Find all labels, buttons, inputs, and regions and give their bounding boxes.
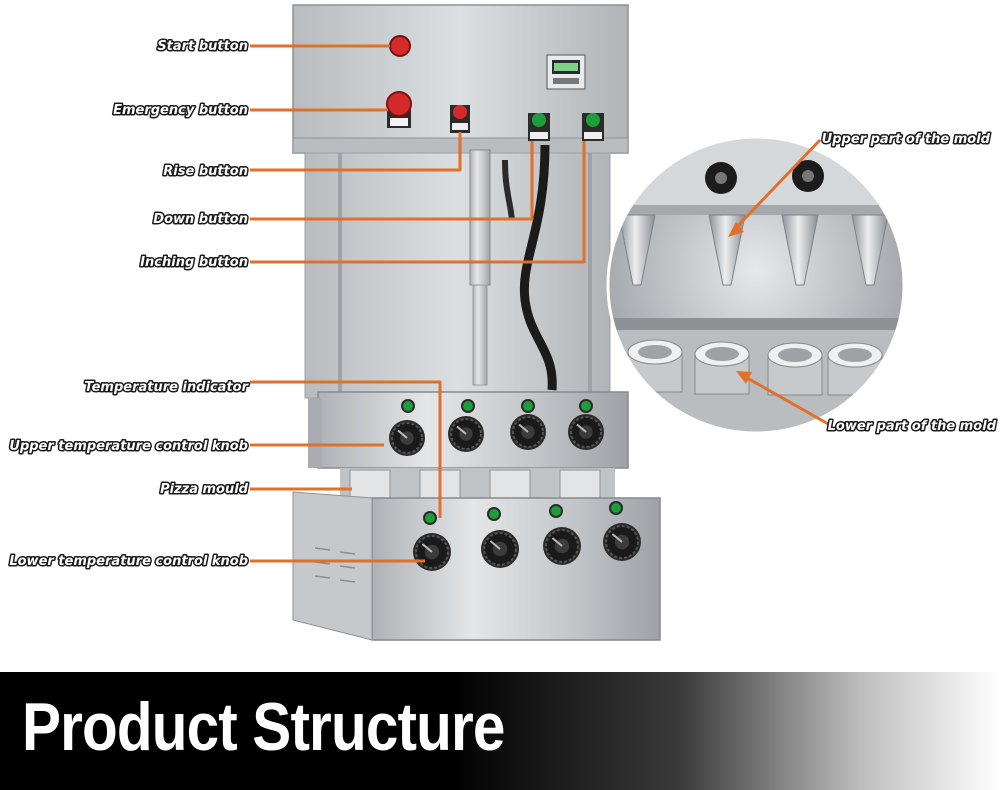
temperature-indicator-light (461, 399, 475, 413)
temperature-knob (413, 533, 451, 571)
mold-cone (618, 214, 656, 286)
mold-closeup (606, 135, 906, 435)
label-inching-button: Inching button (140, 255, 248, 270)
temperature-indicator-light (549, 504, 563, 518)
emergency-button (386, 91, 412, 128)
label-temperature-indicator: Temperature indicator (84, 380, 249, 395)
arrow-heads (728, 222, 752, 384)
temperature-indicator-light (521, 399, 535, 413)
mold-ring (627, 339, 683, 393)
knob (705, 160, 824, 194)
back-panel (304, 152, 611, 399)
label-emergency-button: Emergency button (113, 103, 248, 118)
lower-base (371, 497, 661, 641)
temperature-knob (568, 414, 604, 450)
label-pizza-mould: Pizza mould (160, 482, 249, 497)
leader-upper-mold (730, 138, 822, 234)
leader-lines (250, 44, 831, 563)
leader-inching-button (250, 141, 586, 264)
start-button (389, 35, 411, 57)
mold-ring (694, 341, 750, 395)
mold-ring (767, 342, 823, 396)
cable (519, 144, 557, 391)
temperature-indicator-light (579, 399, 593, 413)
label-lower-temperature-control-knob: Lower temperature control knob (9, 554, 248, 569)
down-button (528, 113, 550, 141)
mold-ring (827, 342, 883, 396)
inching-button (582, 113, 604, 141)
callout-labels: Start button Emergency button Rise butto… (8, 38, 998, 571)
temperature-indicator-light (401, 399, 415, 413)
label-rise-button: Rise button (163, 164, 248, 179)
temperature-indicator-light (487, 507, 501, 521)
temperature-knob (481, 530, 519, 568)
leader-lower-mold (741, 373, 831, 427)
temperature-knob (448, 416, 484, 452)
label-lower-part-of-mold: Lower part of the mold (828, 419, 997, 434)
label-start-button: Start button (157, 39, 248, 54)
vent-slots (314, 547, 356, 583)
temperature-knob (543, 527, 581, 565)
temperature-knob (603, 523, 641, 561)
banner-title: Product Structure (22, 689, 505, 765)
cable (502, 159, 515, 221)
temperature-knob (510, 414, 546, 450)
leader-rise-button (250, 132, 462, 172)
mold-cone (851, 214, 889, 286)
temperature-indicator-light (609, 501, 623, 515)
temperature-indicator-light (423, 511, 437, 525)
temperature-knob (389, 420, 425, 456)
mould-row (340, 468, 615, 499)
label-upper-temperature-control-knob: Upper temperature control knob (9, 439, 248, 454)
label-down-button: Down button (153, 212, 248, 227)
rise-button (450, 105, 470, 133)
leader-down-button (250, 141, 534, 221)
label-upper-part-of-mold: Upper part of the mold (822, 132, 991, 147)
leader-temperature-indicator (250, 380, 442, 518)
mold-cone (781, 214, 819, 286)
title-banner (0, 672, 1000, 790)
